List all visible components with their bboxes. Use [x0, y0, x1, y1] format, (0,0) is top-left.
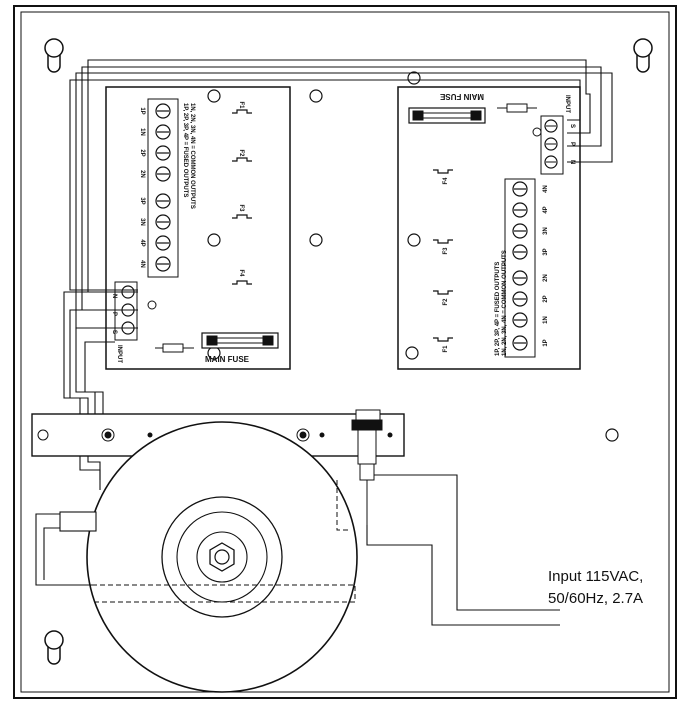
right-input-label: INPUT [564, 95, 570, 113]
right-terminal-2p: 2P [543, 295, 549, 302]
left-fuse-clips [232, 109, 252, 285]
right-input-pin-s: S [569, 124, 575, 128]
left-terminal-2n: 2N [139, 170, 145, 178]
hidden-lead-outline [92, 480, 356, 603]
right-main-fuse-label: MAIN FUSE [439, 92, 484, 101]
right-main-fuse [408, 107, 486, 124]
left-legend-fused: 1P, 2P, 3P, 4P = FUSED OUTPUTS [182, 103, 188, 197]
left-input-terminal-block [114, 281, 138, 341]
left-input-pin-s: S [111, 330, 117, 334]
right-led-icon [532, 127, 542, 137]
right-terminal-4p: 4P [543, 206, 549, 213]
right-fuse-f2: F2 [443, 298, 449, 306]
right-terminal-1p: 1P [543, 339, 549, 346]
right-fuse-f4: F4 [443, 177, 449, 185]
left-input-pin-n: N [111, 294, 117, 298]
right-input-pin-p: P [569, 142, 575, 146]
left-input-label: INPUT [116, 345, 122, 363]
right-terminal-3p: 3P [543, 248, 549, 255]
keyhole-mount-top-left-icon [44, 38, 64, 73]
left-main-fuse-label: MAIN FUSE [205, 355, 250, 364]
left-power-board [105, 86, 291, 370]
right-terminal-3n: 3N [543, 227, 549, 235]
left-main-fuse [201, 332, 279, 349]
right-terminal-2n: 2N [543, 274, 549, 282]
right-fuse-clips [433, 169, 453, 342]
left-resistor [155, 343, 194, 353]
left-fuse-f4: F4 [238, 269, 244, 277]
left-terminal-1p: 1P [139, 107, 145, 114]
input-mains-wires [366, 474, 560, 626]
right-terminal-labels: 4N 4P 3N 3P 2N 2P 1N 1P [543, 185, 549, 347]
left-fuse-f2: F2 [238, 149, 244, 157]
toroidal-transformer [86, 421, 358, 693]
input-fuse-holder [351, 409, 383, 525]
left-legend-common: 1N, 2N, 3N, 4N = COMMON OUTPUTS [189, 103, 195, 209]
side-wire-loop [35, 511, 97, 586]
left-terminal-3p: 3P [139, 197, 145, 204]
right-output-terminal-block [504, 178, 536, 358]
keyhole-mount-bottom-left-icon [44, 630, 64, 665]
left-terminal-4n: 4N [139, 260, 145, 268]
right-legend-common: 1N, 2N, 3N, 4N = COMMON OUTPUTS [502, 250, 508, 356]
keyhole-mount-top-right-icon [633, 38, 653, 73]
left-fuse-f1: F1 [238, 101, 244, 109]
left-terminal-2p: 2P [139, 149, 145, 156]
right-terminal-4n: 4N [543, 185, 549, 193]
right-resistor [497, 103, 537, 113]
left-input-pin-p: P [111, 312, 117, 316]
right-legend-fused: 1P, 2P, 3P, 4P = FUSED OUTPUTS [495, 262, 501, 356]
left-terminal-4p: 4P [139, 239, 145, 246]
right-fuse-f3: F3 [443, 247, 449, 255]
input-spec-line1: Input 115VAC, [548, 568, 643, 585]
right-input-terminal-block [540, 115, 564, 175]
right-terminal-1n: 1N [543, 316, 549, 324]
left-led-icon [147, 300, 157, 310]
left-output-terminal-block [147, 98, 179, 278]
right-fuse-f1: F1 [443, 345, 449, 353]
left-fuse-f3: F3 [238, 204, 244, 212]
left-terminal-1n: 1N [139, 128, 145, 136]
transformer-lead-wires [63, 291, 115, 490]
right-power-board [397, 86, 581, 370]
enclosure [13, 5, 677, 699]
left-terminal-3n: 3N [139, 218, 145, 226]
input-spec-line2: 50/60Hz, 2.7A [548, 590, 643, 607]
left-terminal-labels: 1P 1N 2P 2N 3P 3N 4P 4N [139, 107, 145, 268]
